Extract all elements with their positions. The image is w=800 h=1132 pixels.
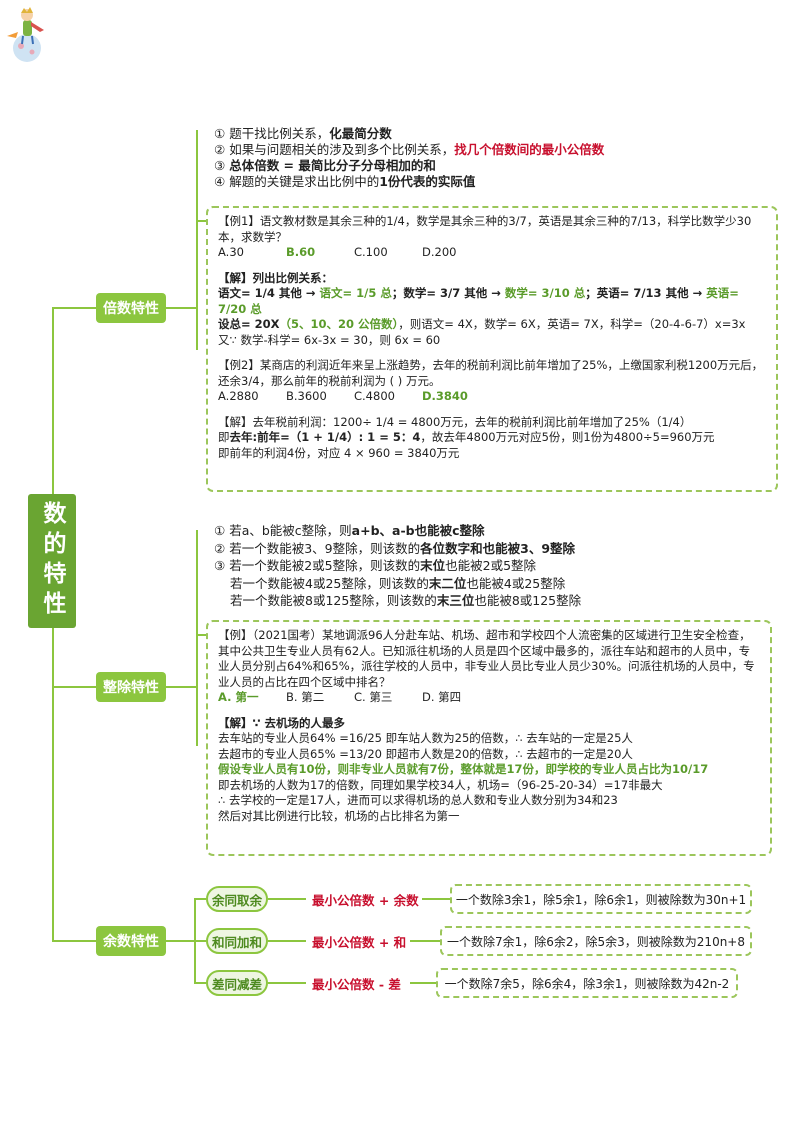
ex1-question: 【例1】语文教材数是其余三种的1/4，数学是其余三种的3/7，英语是其余三种的7…: [218, 214, 752, 244]
example-same-difference: 一个数除7余5，除6余4，除3余1，则被除数为42n-2: [436, 968, 738, 998]
ex2-solution-1: 【解】去年税前利润：1200÷ 1/4 = 4800万元，去年的税前利润比前年增…: [218, 414, 692, 429]
ex2-solution-3: 即前年的利润4份，对应 4 × 960 = 3840万元: [218, 445, 460, 460]
div-ex-solution-1: 去车站的专业人员64% =16/25 即车站人数为25的倍数，∴ 去车站的一定是…: [218, 731, 633, 745]
divisible-point-3: ③ 若一个数能被2或5整除，则该数的末位也能被2或5整除: [214, 558, 537, 573]
multiple-point-4: ④ 解题的关键是求出比例中的1份代表的实际值: [214, 174, 476, 189]
divisible-point-5: 若一个数能被8或125整除，则该数的末三位也能被8或125整除: [230, 593, 582, 608]
formula-same-difference: 最小公倍数 - 差: [312, 977, 401, 992]
connector-3b: [410, 982, 436, 984]
div-ex-solution-3: 假设专业人员有10份，则非专业人员就有7份，整体就是17份，即学校的专业人员占比…: [218, 762, 709, 776]
ex2-solution-2: 即去年:前年=（1 + 1/4）: 1 = 5：4，故去年4800万元对应5份，…: [218, 430, 715, 444]
div-ex-solution-head: 【解】∵ 去机场的人最多: [218, 715, 346, 730]
divisible-points: ① 若a、b能被c整除，则a+b、a-b也能被c整除 ② 若一个数能被3、9整除…: [214, 522, 581, 610]
multiple-point-2: ② 如果与问题相关的涉及到多个比例关系，找几个倍数间的最小公倍数: [214, 142, 605, 157]
little-prince-logo: [7, 7, 44, 62]
multiple-point-3: ③ 总体倍数 = 最简比分子分母相加的和: [214, 158, 436, 173]
formula-same-sum: 最小公倍数 + 和: [312, 935, 407, 950]
connector-3: [268, 982, 306, 984]
multiple-examples-box: 【例1】语文教材数是其余三种的1/4，数学是其余三种的3/7，英语是其余三种的7…: [206, 206, 778, 492]
divisible-point-4: 若一个数能被4或25整除，则该数的末二位也能被4或25整除: [230, 575, 566, 591]
divisible-point-2: ② 若一个数能被3、9整除，则该数的各位数字和也能被3、9整除: [214, 540, 576, 556]
ex1-solution-2: 设总= 20X（5、10、20 公倍数），则语文= 4X，数学= 6X，英语= …: [218, 317, 746, 331]
divisible-example-box: 【例】（2021国考）某地调派96人分赴车站、机场、超市和学校四个人流密集的区域…: [206, 620, 772, 856]
branch-multiple: 倍数特性: [96, 293, 166, 323]
branch-divisible: 整除特性: [96, 672, 166, 702]
connector-1b: [422, 898, 450, 900]
connector-2: [268, 940, 306, 942]
div-ex-solution-2: 去超市的专业人员65% =13/20 即超市人数是20的倍数，∴ 去超市的一定是…: [218, 746, 633, 761]
tag-same-sum: 和同加和: [206, 928, 268, 954]
ex2-question: 【例2】某商店的利润近年来呈上涨趋势，去年的税前利润比前年增加了25%，上缴国家…: [218, 358, 764, 388]
root-node-number-properties: 数的特性: [28, 494, 76, 628]
ex1-solution-1: 语文= 1/4 其他 → 语文= 1/5 总；数学= 3/7 其他 → 数学= …: [218, 286, 739, 316]
connector-2b: [410, 940, 440, 942]
ex1-solution-3: 又∵ 数学-科学= 6x-3x = 30，则 6x = 60: [218, 332, 441, 347]
multiple-point-1: ① 题干找比例关系，化最简分数: [214, 126, 392, 141]
tag-same-remainder: 余同取余: [206, 886, 268, 912]
div-ex-question: 【例】（2021国考）某地调派96人分赴车站、机场、超市和学校四个人流密集的区域…: [218, 628, 755, 689]
div-ex-solution-4: 即去机场的人数为17的倍数，同理如果学校34人，机场=（96-25-20-34）…: [218, 777, 663, 792]
div-ex-solution-6: 然后对其比例进行比较，机场的占比排名为第一: [218, 808, 460, 823]
tag-same-difference: 差同减差: [206, 970, 268, 996]
example-same-sum: 一个数除7余1，除6余2，除5余3，则被除数为210n+8: [440, 926, 752, 956]
branch-remainder: 余数特性: [96, 926, 166, 956]
formula-same-remainder: 最小公倍数 + 余数: [312, 893, 419, 908]
connector-1: [268, 898, 306, 900]
ex1-solution-head: 【解】列出比例关系：: [218, 270, 333, 285]
multiple-points: ① 题干找比例关系，化最简分数 ② 如果与问题相关的涉及到多个比例关系，找几个倍…: [214, 126, 604, 190]
example-same-remainder: 一个数除3余1，除5余1，除6余1，则被除数为30n+1: [450, 884, 752, 914]
divisible-point-1: ① 若a、b能被c整除，则a+b、a-b也能被c整除: [214, 523, 485, 538]
div-ex-solution-5: ∴ 去学校的一定是17人，进而可以求得机场的总人数和专业人数分别为34和23: [218, 793, 618, 807]
